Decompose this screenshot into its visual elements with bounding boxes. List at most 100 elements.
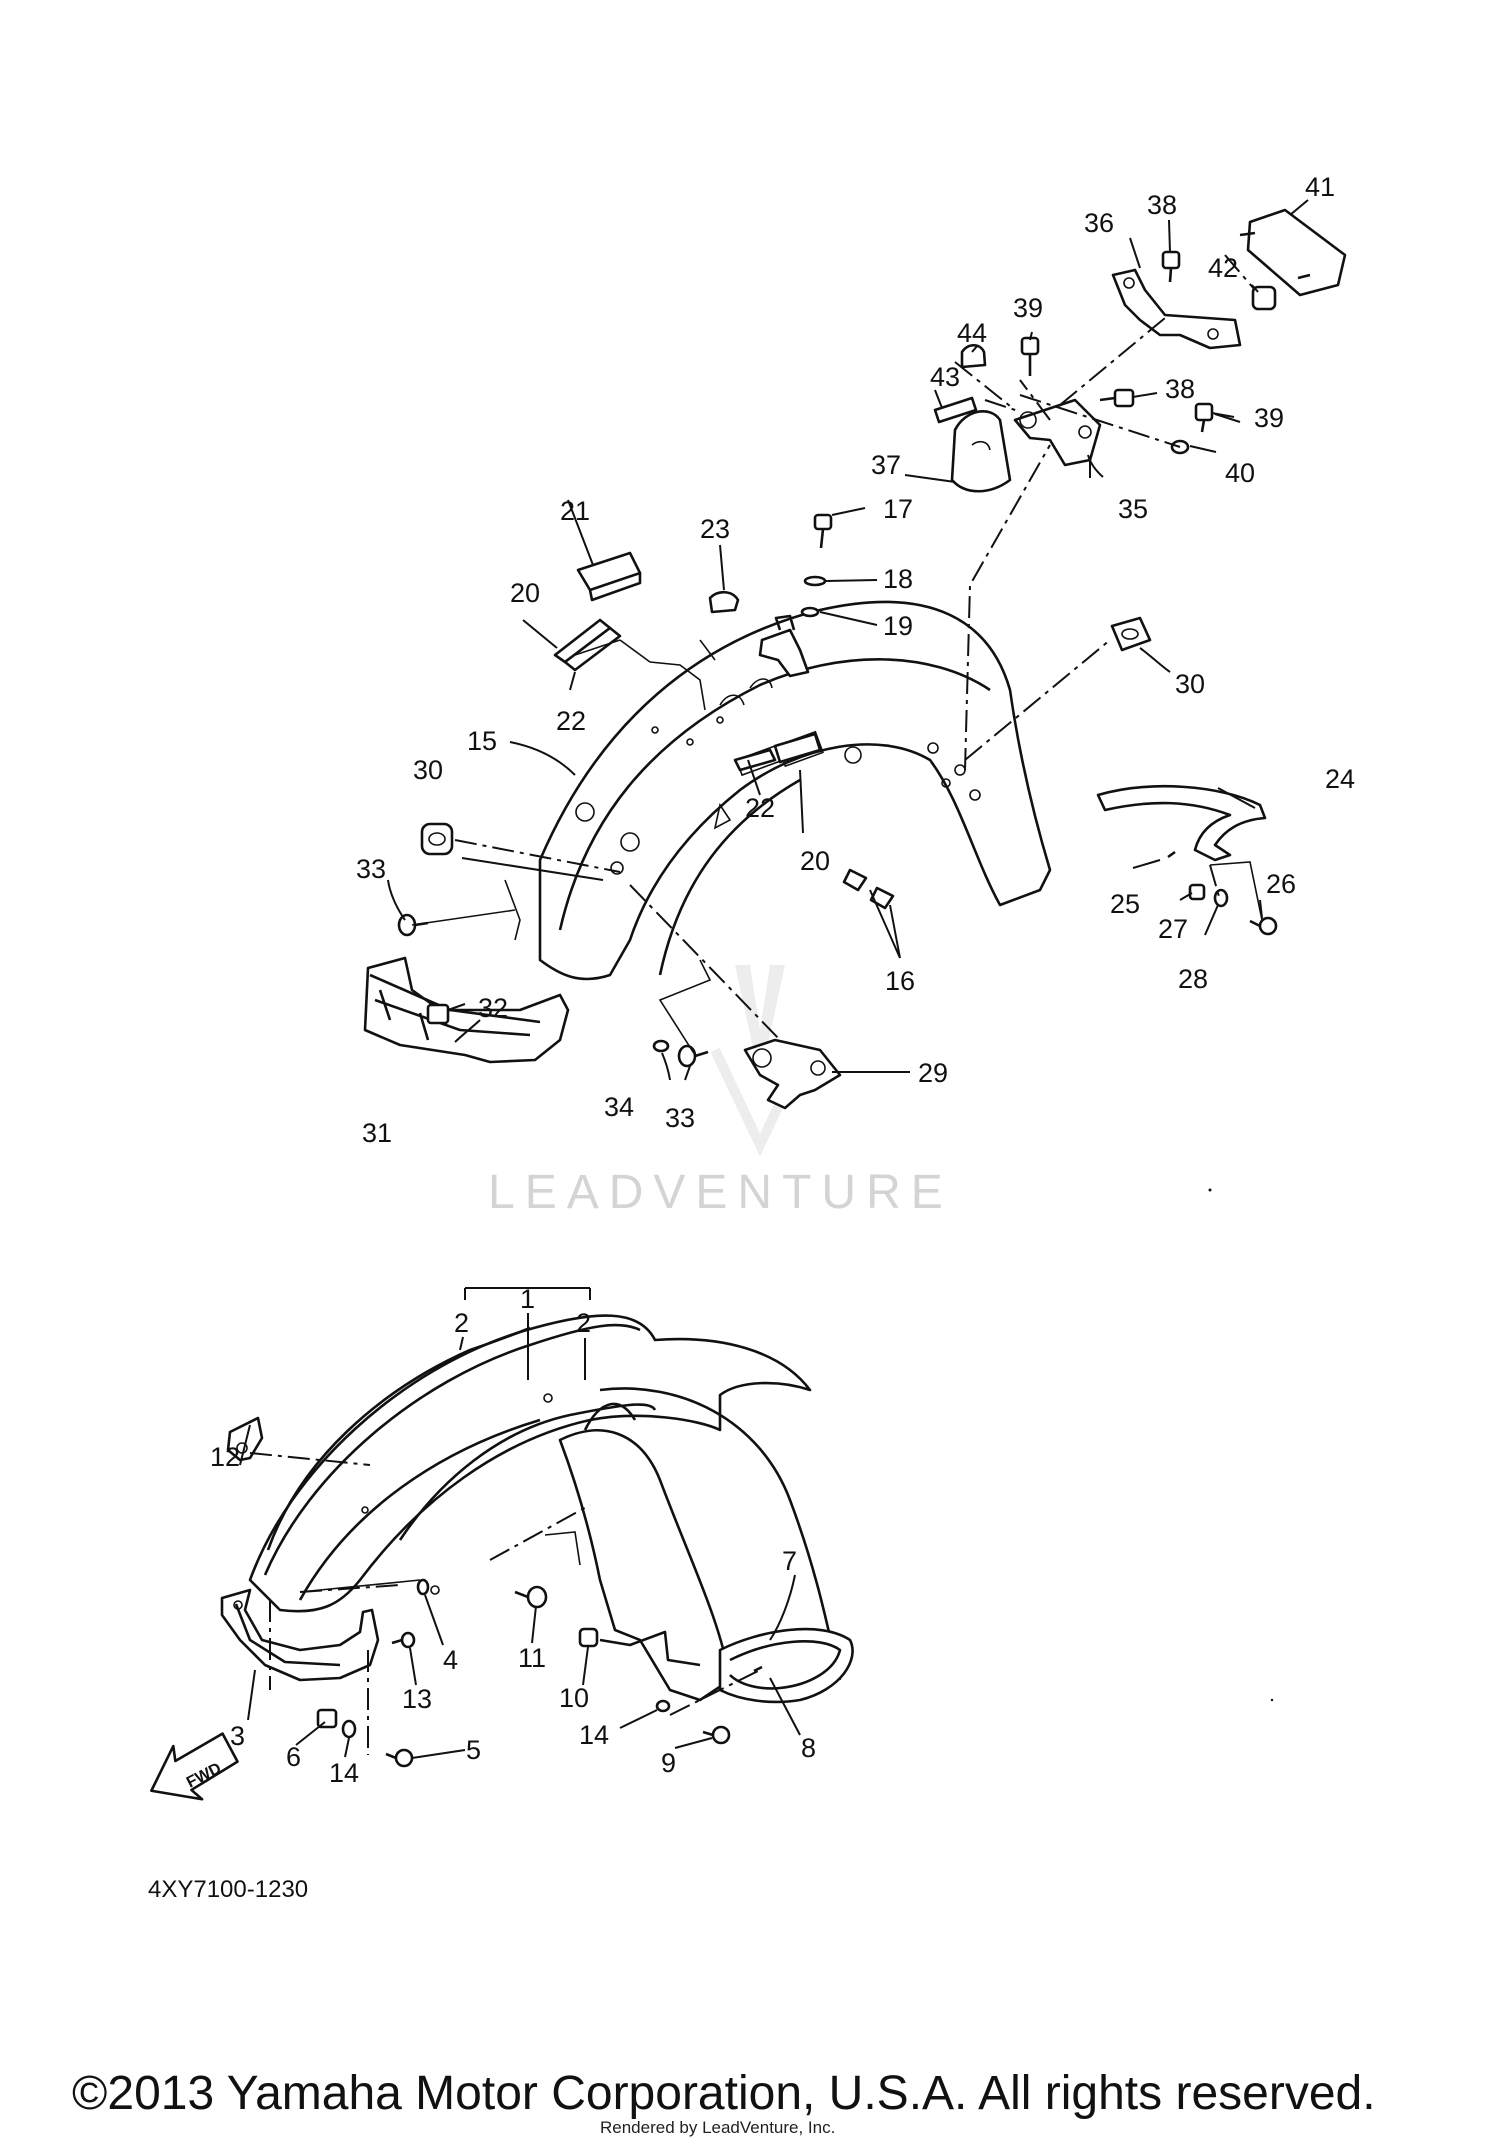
- washer-34: [652, 1039, 670, 1053]
- bolt-9: [702, 1725, 731, 1745]
- diagram-code: 4XY7100-1230: [148, 1876, 309, 1903]
- bolt-39-right: [1194, 402, 1214, 433]
- callout-15: 15: [467, 726, 497, 756]
- callout-39-top: 39: [1013, 293, 1043, 323]
- callout-2-right: 2: [576, 1308, 591, 1338]
- callout-3: 3: [230, 1721, 245, 1751]
- damper-20-left: [553, 618, 622, 672]
- callout-labels: 1 2 2 3 4 5 6 7 8 9 10 11 12 13 14 14 15…: [210, 172, 1355, 1788]
- callout-4: 4: [443, 1645, 458, 1675]
- callout-12: 12: [210, 1442, 240, 1472]
- callout-28: 28: [1178, 964, 1208, 994]
- pin-8: [753, 1665, 763, 1673]
- callout-33-left: 33: [356, 854, 386, 884]
- callout-35: 35: [1118, 494, 1148, 524]
- callout-38-mid: 38: [1165, 374, 1195, 404]
- callout-17: 17: [883, 494, 913, 524]
- callout-7: 7: [782, 1546, 797, 1576]
- bolt-38-top: [1161, 250, 1181, 283]
- nut-42: [1251, 285, 1277, 311]
- nut-10: [578, 1627, 599, 1648]
- lower-assembly-dashes: [249, 1452, 761, 1755]
- callout-9: 9: [661, 1748, 676, 1778]
- watermark-text: LEADVENTURE: [488, 1166, 953, 1219]
- callout-33-lower: 33: [665, 1103, 695, 1133]
- callout-18: 18: [883, 564, 913, 594]
- copyright-notice: ©2013 Yamaha Motor Corporation, U.S.A. A…: [72, 2067, 1376, 2120]
- bolt-11: [514, 1585, 548, 1609]
- damper-22-left: [574, 639, 621, 656]
- callout-21: 21: [560, 496, 590, 526]
- callout-27: 27: [1158, 914, 1188, 944]
- upper-leader-lines: [387, 199, 1309, 1081]
- bolt-5: [385, 1748, 414, 1768]
- damper-22-right: [733, 748, 777, 772]
- pin-25: [1167, 850, 1176, 859]
- bolt-13: [391, 1631, 416, 1649]
- bolt-17: [813, 513, 833, 549]
- callout-38-top: 38: [1147, 190, 1177, 220]
- bracket-36: [1111, 268, 1242, 350]
- mudguard-strip-2-left: [266, 1326, 531, 1551]
- callout-2-left: 2: [454, 1308, 469, 1338]
- bolt-39-top: [1020, 336, 1040, 376]
- nut-4: [416, 1578, 430, 1596]
- washer-14-right: [655, 1699, 671, 1713]
- rendered-by-notice: Rendered by LeadVenture, Inc.: [600, 2118, 836, 2137]
- callout-8: 8: [801, 1733, 816, 1763]
- callout-20-right: 20: [800, 846, 830, 876]
- bracket-stay-17-19: [758, 614, 810, 678]
- grab-bar-24: [1096, 785, 1267, 862]
- callout-19: 19: [883, 611, 913, 641]
- plate-41: [1239, 208, 1347, 297]
- callout-34: 34: [604, 1092, 634, 1122]
- callout-22-right: 22: [745, 793, 775, 823]
- callout-22-left: 22: [556, 706, 586, 736]
- callout-44: 44: [957, 318, 987, 348]
- callout-1: 1: [520, 1284, 535, 1314]
- callout-23: 23: [700, 514, 730, 544]
- callout-5: 5: [466, 1735, 481, 1765]
- washer-18: [803, 575, 827, 587]
- pin-43: [933, 396, 978, 424]
- grommet-30-left: [420, 822, 454, 856]
- callout-14-right: 14: [579, 1720, 609, 1750]
- callout-40: 40: [1225, 458, 1255, 488]
- bolt-33-lower: [677, 1044, 709, 1068]
- callout-26: 26: [1266, 869, 1296, 899]
- bracket-35: [1013, 398, 1102, 467]
- callout-14-left: 14: [329, 1758, 359, 1788]
- callout-41: 41: [1305, 172, 1335, 202]
- callout-30-right: 30: [1175, 669, 1205, 699]
- callout-36: 36: [1084, 208, 1114, 238]
- stay-3: [220, 1588, 380, 1682]
- callout-29: 29: [918, 1058, 948, 1088]
- mud-flap-31: [363, 956, 570, 1064]
- washer-14-left: [341, 1719, 357, 1739]
- nut-44: [960, 343, 987, 369]
- damper-20-right: [773, 732, 822, 764]
- nut-32: [426, 1003, 450, 1025]
- damper-21: [576, 551, 642, 602]
- scan-specks: [1208, 1188, 1274, 1702]
- clamp-23: [708, 590, 740, 614]
- bolt-38-mid: [1099, 388, 1135, 408]
- reflector-16: [842, 868, 895, 910]
- washer-19: [800, 606, 820, 618]
- callout-32: 32: [478, 993, 508, 1023]
- forward-arrow: FWD: [150, 1732, 239, 1801]
- callout-10: 10: [559, 1683, 589, 1713]
- lower-leader-lines: [239, 1287, 801, 1759]
- callout-37: 37: [871, 450, 901, 480]
- nut-27: [1188, 883, 1206, 901]
- callout-20-left: 20: [510, 578, 540, 608]
- callout-11: 11: [518, 1643, 546, 1673]
- cover-37: [950, 410, 1012, 493]
- callout-43: 43: [930, 362, 960, 392]
- callout-24: 24: [1325, 764, 1355, 794]
- upper-assembly-dashes: [411, 254, 1263, 1056]
- callout-6: 6: [286, 1742, 301, 1772]
- front-fender-1: [248, 1314, 854, 1704]
- callout-42: 42: [1208, 253, 1238, 283]
